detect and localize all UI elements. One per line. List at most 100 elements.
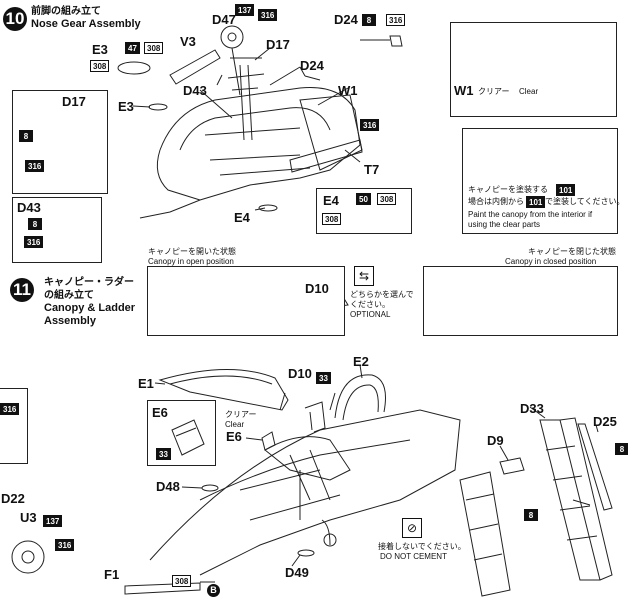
- badge-8-d17: 8: [19, 130, 33, 142]
- badge-33-d10: 33: [316, 372, 331, 384]
- badge-316-left: 316: [0, 403, 20, 415]
- badge-308-e4b: 308: [322, 213, 342, 225]
- w1-clear-en: Clear: [519, 87, 539, 96]
- step-10-number: 10: [3, 7, 27, 31]
- badge-8-d24: 8: [362, 14, 376, 26]
- step-11-title-jp2: の組み立て: [44, 290, 94, 301]
- label-d22: D22: [1, 491, 25, 506]
- badge-8-ladder: 8: [524, 509, 538, 521]
- label-d10-open: D10: [305, 281, 329, 296]
- label-e6: E6: [226, 429, 242, 444]
- badge-137-u3: 137: [43, 515, 63, 527]
- badge-308-e4a: 308: [377, 193, 397, 205]
- canopy-e2: [334, 374, 386, 419]
- open-canopy-box: [147, 266, 345, 336]
- canopy-paint-en2: using the clear parts: [468, 220, 541, 229]
- part-v3: [169, 49, 221, 85]
- badge-8-d25: 8: [615, 443, 628, 455]
- door-t7: [289, 139, 363, 173]
- badge-137-d47: 137: [235, 4, 255, 16]
- badge-316-d24: 316: [386, 14, 406, 26]
- wheel-u3: [11, 540, 45, 574]
- no-cement-icon: ⊘: [402, 518, 422, 538]
- badge-33-e6: 33: [156, 448, 171, 460]
- label-d24: D24: [300, 58, 324, 73]
- e6-clear-jp: クリアー: [225, 410, 257, 419]
- badge-8-d43: 8: [28, 218, 42, 230]
- optional-icon: ⇆: [354, 266, 374, 286]
- canopy-e1: [158, 368, 289, 411]
- step-11-title-en2: Assembly: [44, 315, 96, 327]
- step-10-title-jp: 前脚の組み立て: [31, 6, 101, 17]
- ref-b-circle: B: [207, 584, 220, 597]
- open-canopy-en: Canopy in open position: [148, 257, 234, 266]
- closed-canopy-box: [423, 266, 618, 336]
- d22-detail-box: [0, 388, 28, 464]
- label-d47: D47: [212, 12, 236, 27]
- badge-47-e3: 47: [125, 42, 140, 54]
- label-d43-detail: D43: [17, 200, 41, 215]
- optional-jp2: ください。: [350, 300, 390, 309]
- closed-canopy-en: Canopy in closed position: [505, 257, 597, 266]
- label-f1: F1: [104, 567, 120, 582]
- badge-50-e4: 50: [356, 193, 371, 205]
- label-d33: D33: [520, 401, 544, 416]
- optional-en: OPTIONAL: [350, 310, 391, 319]
- label-v3: V3: [180, 34, 196, 49]
- label-d43: D43: [183, 83, 207, 98]
- ladder-left: [459, 471, 511, 597]
- d17-detail-box: [12, 90, 108, 194]
- badge-316-d47: 316: [258, 9, 278, 21]
- label-d17: D17: [266, 37, 290, 52]
- badge-316-d43: 316: [24, 236, 44, 248]
- fuselage-step11: [149, 409, 461, 576]
- no-cement-jp: 接着しないでください。: [378, 542, 466, 551]
- nose-gear-strut: [239, 64, 253, 141]
- label-u3: U3: [20, 510, 37, 525]
- d43-detail-box: [12, 197, 102, 263]
- badge-101-a: 101: [556, 184, 576, 196]
- w1-clear-jp: クリアー: [478, 87, 510, 96]
- w1-detail-box: [450, 22, 617, 117]
- label-d10: D10: [288, 366, 312, 381]
- label-d25: D25: [593, 414, 617, 429]
- label-w1-detail: W1: [454, 83, 474, 98]
- step-10-title-en: Nose Gear Assembly: [31, 18, 141, 30]
- step-11-number: 11: [10, 278, 34, 302]
- label-d49: D49: [285, 565, 309, 580]
- label-d9: D9: [487, 433, 504, 448]
- nose-cone: [156, 149, 201, 201]
- badge-316-w1: 316: [360, 119, 380, 131]
- label-e4-detail: E4: [323, 193, 339, 208]
- label-e1: E1: [138, 376, 154, 391]
- badge-316-u3: 316: [55, 539, 75, 551]
- nose-fuselage: [139, 86, 361, 219]
- badge-101-b: 101: [526, 196, 546, 208]
- badge-308-e3a: 308: [144, 42, 164, 54]
- label-e3-detail: E3: [92, 42, 108, 57]
- closed-canopy-jp: キャノピーを閉じた状態: [528, 247, 616, 256]
- label-w1: W1: [338, 83, 358, 98]
- step-11-title-en1: Canopy & Ladder: [44, 302, 136, 314]
- canopy-paint-en1: Paint the canopy from the interior if: [468, 210, 593, 219]
- badge-316-d17: 316: [25, 160, 45, 172]
- step-11-title-jp1: キャノピー・ラダー: [44, 277, 134, 288]
- label-t7: T7: [364, 162, 380, 177]
- badge-308-e3b: 308: [90, 60, 110, 72]
- label-e3-main: E3: [118, 99, 134, 114]
- canopy-paint-box: [462, 128, 618, 234]
- label-d17-detail: D17: [62, 94, 86, 109]
- canopy-paint-jp2: 場合は内側から: [468, 197, 524, 206]
- label-e6-detail: E6: [152, 405, 168, 420]
- canopy-paint-jp3: で塗装してください。: [545, 197, 625, 206]
- label-d48: D48: [156, 479, 180, 494]
- label-e4-main: E4: [234, 210, 250, 225]
- canopy-paint-jp1: キャノピーを塗装する: [468, 185, 548, 194]
- badge-308-f1: 308: [172, 575, 192, 587]
- optional-jp1: どちらかを選んで: [350, 290, 414, 299]
- no-cement-en: DO NOT CEMENT: [380, 552, 447, 561]
- label-d24-detail: D24: [334, 12, 358, 27]
- label-e2: E2: [353, 354, 369, 369]
